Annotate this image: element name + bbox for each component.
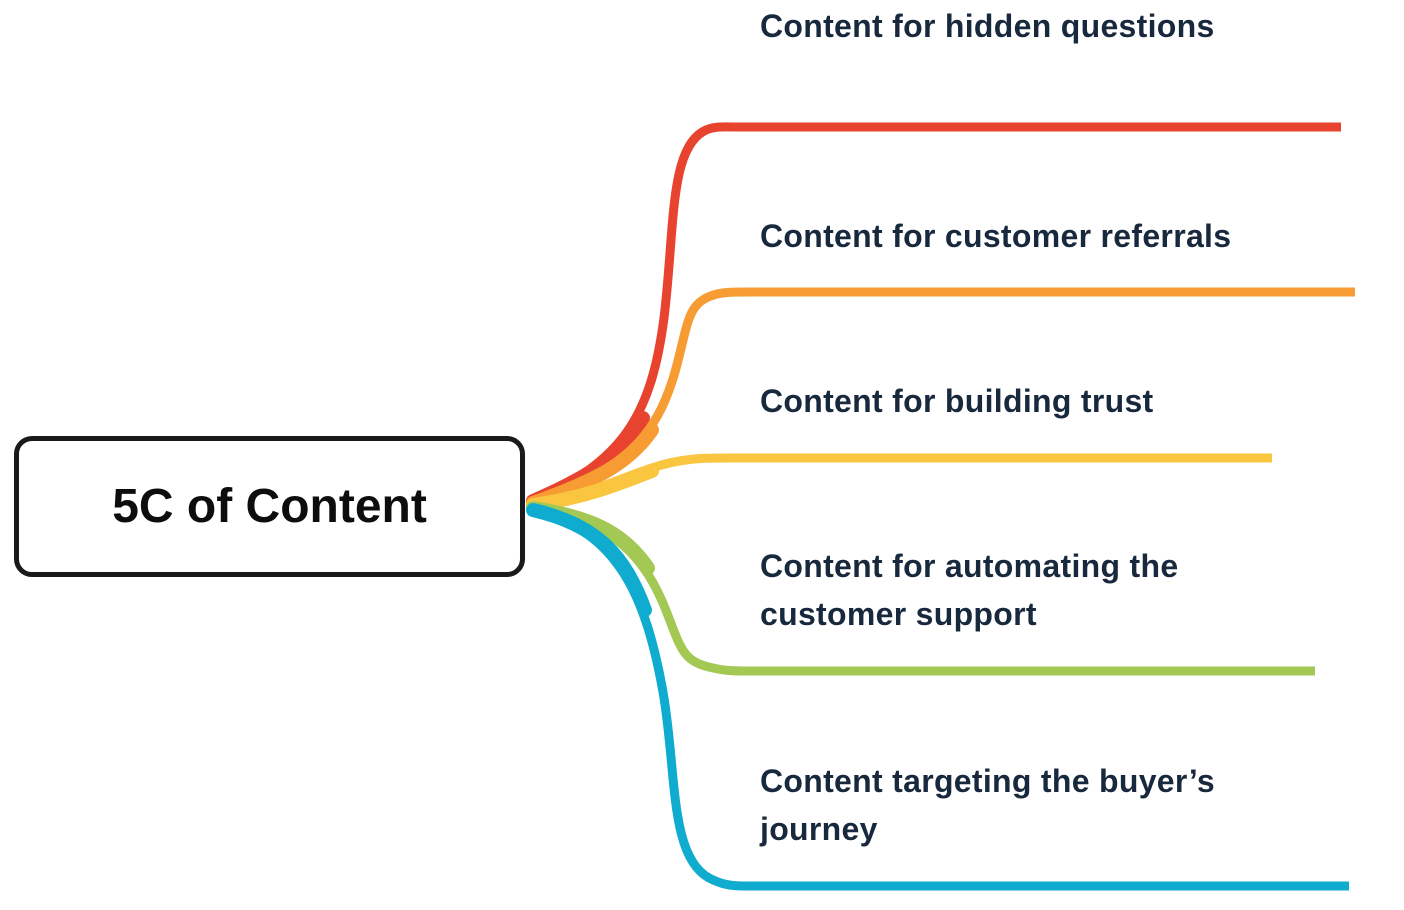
center-topic-title: 5C of Content [112,480,427,533]
branch-line-hidden-questions [530,122,1341,506]
center-topic-node[interactable]: 5C of Content [14,436,525,577]
branch-line-building-trust-root [526,464,659,512]
branch-line-buyers-journey-root [526,503,652,617]
topic-customer-referrals[interactable]: Content for customer referrals [760,218,1232,254]
topic-customer-support[interactable]: Content for automating the customer supp… [760,548,1179,632]
topic-hidden-questions[interactable]: Content for hidden questions [760,8,1215,44]
topic-building-trust[interactable]: Content for building trust [760,383,1154,419]
topic-buyers-journey[interactable]: Content targeting the buyer’s journey [760,763,1215,847]
